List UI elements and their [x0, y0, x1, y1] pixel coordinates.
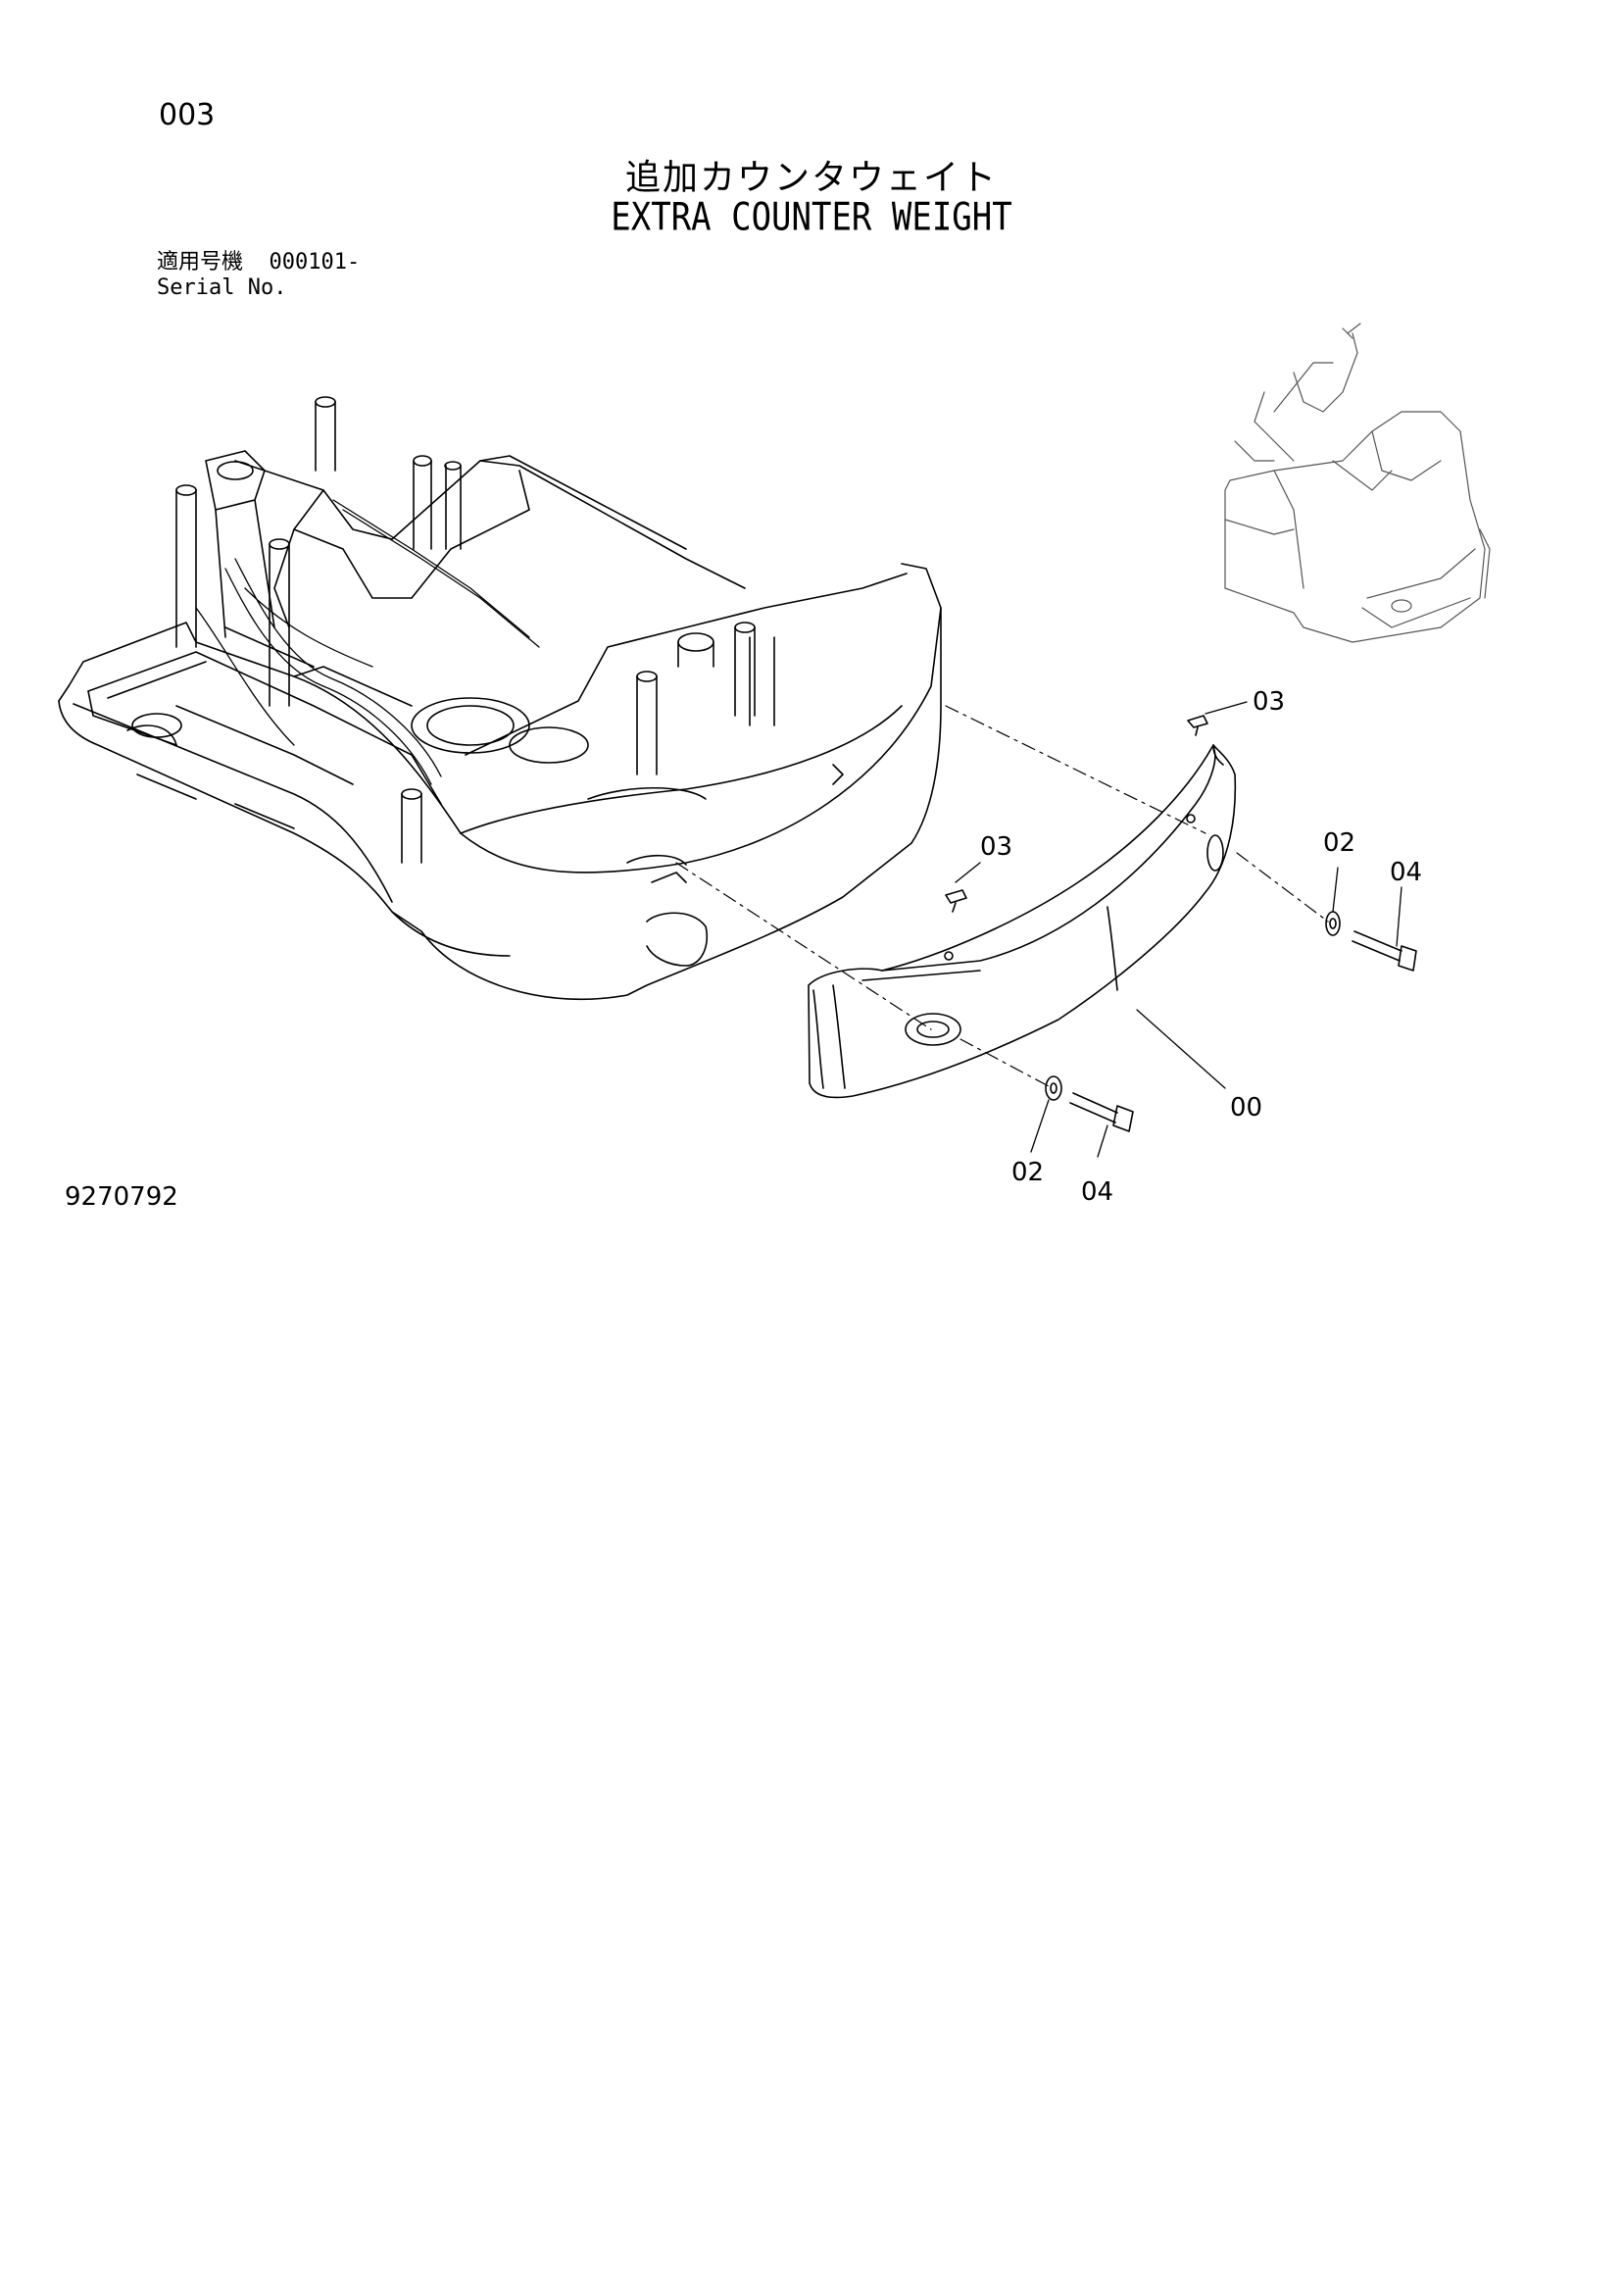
callout-plug-mid: 03 [980, 832, 1012, 862]
callout-plug-top: 03 [1253, 687, 1285, 717]
washer-bottom [1045, 1075, 1062, 1101]
serial-range: 000101- [269, 250, 361, 275]
title-english: EXTRA COUNTER WEIGHT [611, 195, 1012, 240]
plug-mid [945, 889, 967, 913]
callout-counterweight: 00 [1230, 1093, 1262, 1123]
serial-row-jp: 適用号機 000101- [157, 250, 360, 275]
upper-frame [58, 455, 942, 1001]
callout-bolt-bottom: 04 [1081, 1177, 1113, 1207]
frame-posts [175, 396, 775, 864]
alignment-lines [675, 705, 1329, 1087]
hose-harness [195, 499, 540, 785]
serial-block: 適用号機 000101- Serial No. [157, 250, 360, 301]
callout-washer-bottom: 02 [1011, 1158, 1044, 1187]
machine-inset-view [1224, 323, 1491, 643]
exploded-parts-drawing: 03 03 02 04 00 02 04 [58, 323, 1491, 1207]
callout-bolt-right: 04 [1390, 858, 1422, 887]
title-japanese: 追加カウンタウェイト [624, 158, 998, 198]
callout-washer-right: 02 [1323, 828, 1355, 858]
serial-label-en: Serial No. [157, 275, 287, 300]
extra-counterweight [808, 744, 1237, 1099]
bolt-bottom [1069, 1092, 1134, 1132]
serial-label-jp: 適用号機 [157, 250, 244, 275]
plug-top [1187, 715, 1208, 736]
page-code: 003 [159, 98, 216, 132]
washer-right [1325, 911, 1341, 936]
bolt-right [1352, 930, 1417, 972]
drawing-number: 9270792 [65, 1182, 178, 1212]
leader-lines [955, 701, 1402, 1158]
